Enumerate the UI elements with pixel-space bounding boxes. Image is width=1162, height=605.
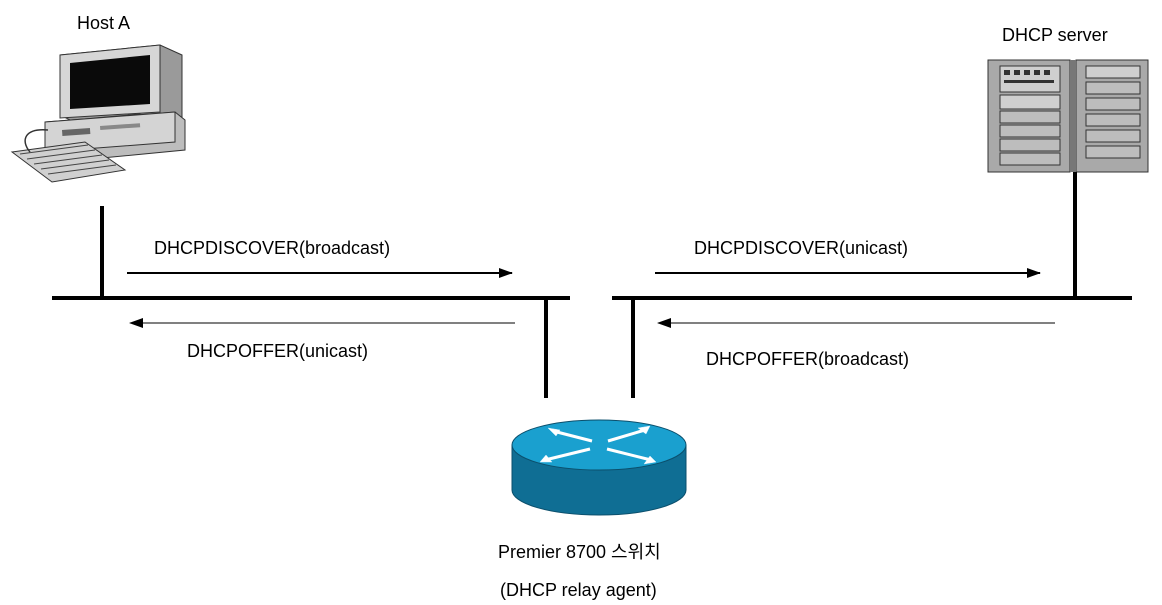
message-arrows [127, 268, 1055, 328]
dhcp-server-icon [987, 59, 1149, 173]
offer-broadcast-label: DHCPOFFER(broadcast) [706, 349, 910, 369]
network-lines [52, 172, 1132, 398]
discover-broadcast-label: DHCPDISCOVER(broadcast) [154, 238, 391, 258]
host-computer-icon [10, 44, 186, 183]
server-label: DHCP server [1002, 25, 1108, 45]
discover-unicast-label: DHCPDISCOVER(unicast) [694, 238, 909, 258]
offer-unicast-label: DHCPOFFER(unicast) [187, 341, 369, 361]
relay-role-label: (DHCP relay agent) [500, 580, 657, 600]
relay-name-label: Premier 8700 스위치 [498, 542, 661, 562]
router-icon [511, 419, 687, 516]
host-label: Host A [77, 13, 131, 33]
